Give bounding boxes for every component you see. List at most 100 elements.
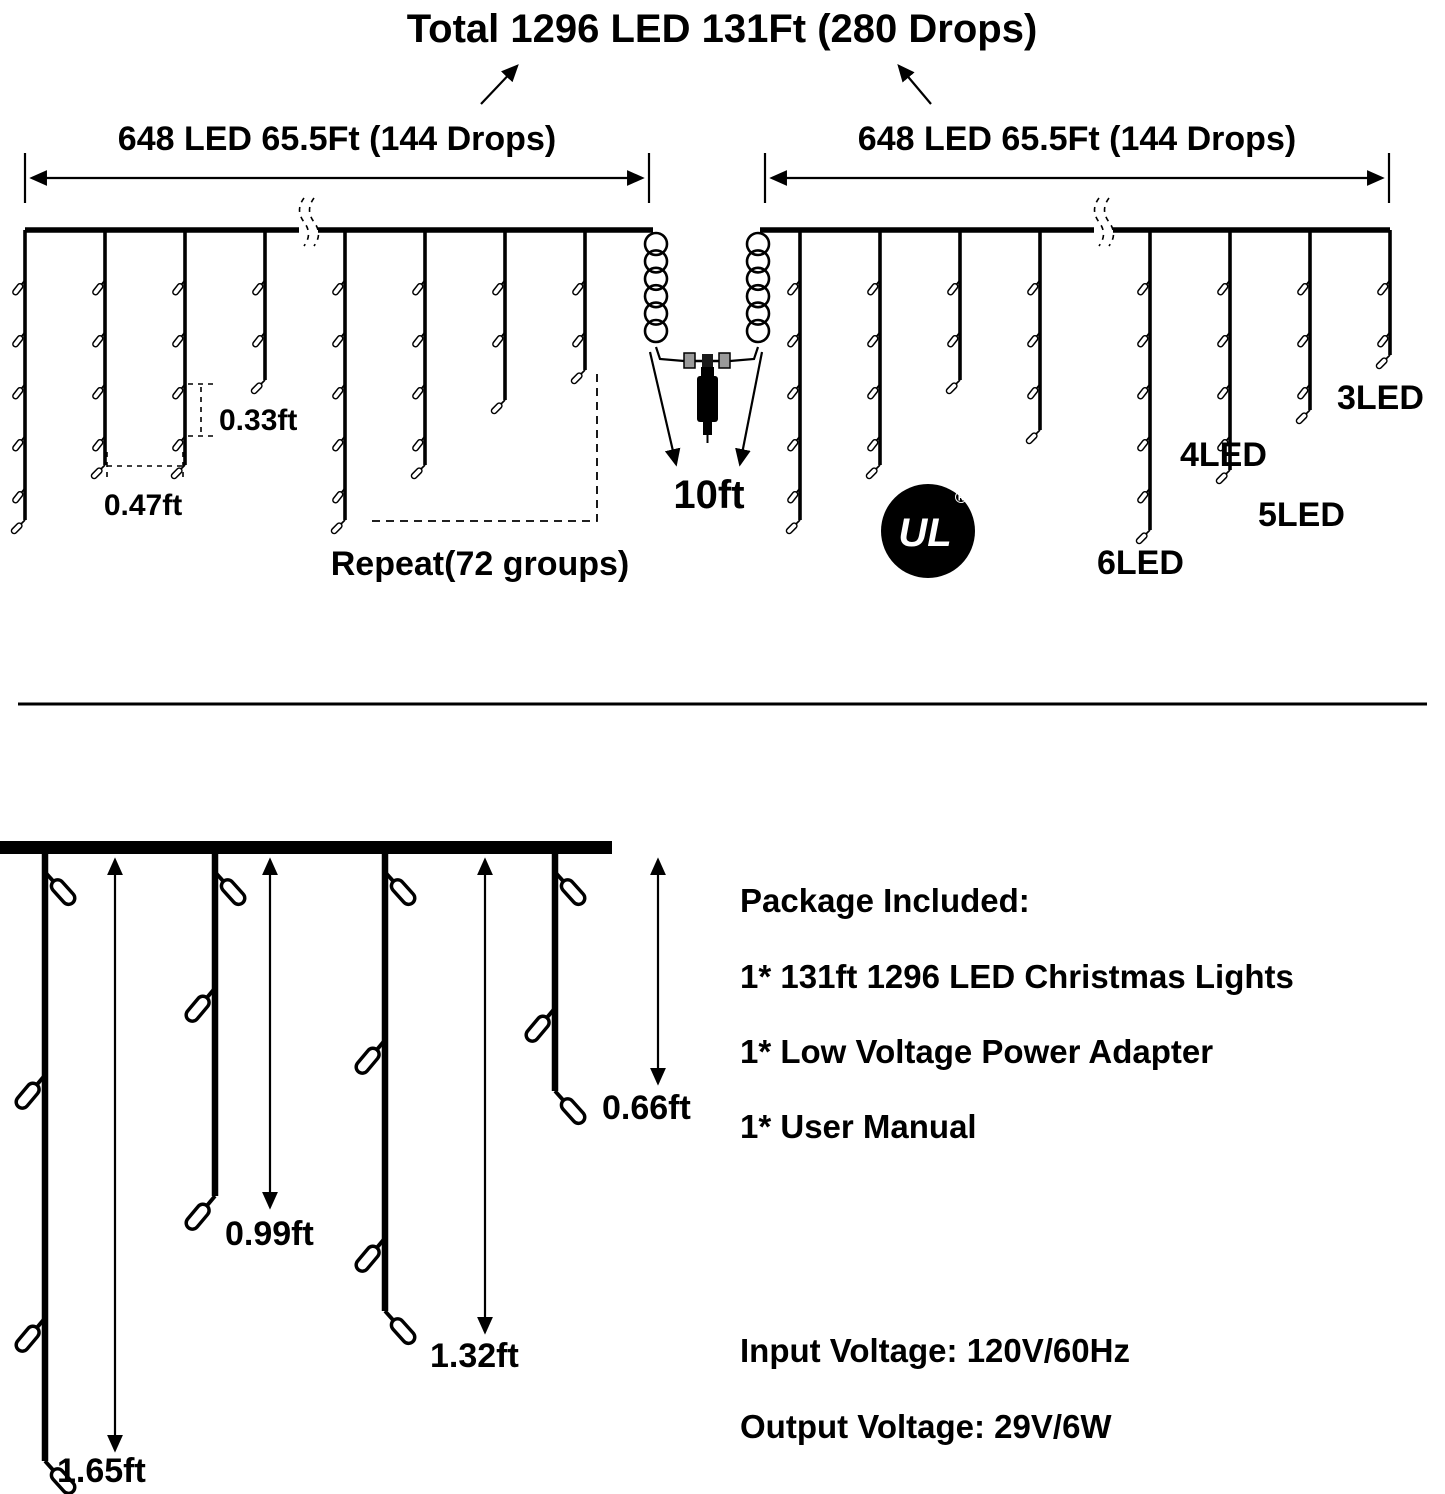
led-count-label-4: 4LED	[1180, 436, 1267, 474]
drop-gap-measurement: 0.47ft	[104, 452, 184, 522]
led-bulb-icon	[92, 435, 106, 452]
led-bulb-icon	[572, 279, 586, 296]
connector-block	[718, 352, 731, 369]
led-bulb-icon	[1027, 279, 1041, 296]
adapter-leads	[654, 346, 760, 363]
led-bulb-icon	[1137, 435, 1151, 452]
led-bulb-icon	[787, 383, 801, 400]
led-bulb-icon	[1217, 435, 1231, 452]
coil-loop	[643, 301, 669, 326]
led-bulb-icon	[1217, 279, 1231, 296]
led-bulb-icon	[787, 331, 801, 348]
led-bulb-icon	[867, 331, 881, 348]
led-bulb-icon	[12, 331, 26, 348]
led-bulb-icon	[172, 279, 186, 296]
led-bulb-icon	[572, 331, 586, 348]
coil-loop	[745, 266, 771, 292]
led-bulb-icon	[90, 464, 106, 480]
led-bulb-icon	[553, 1089, 587, 1126]
led-bulb-icon	[1215, 469, 1231, 485]
led-bulb-icon	[354, 1038, 387, 1075]
detail-drops-group	[14, 854, 587, 1494]
led-bulb-icon	[553, 870, 587, 907]
coil-loop	[745, 283, 771, 309]
ul-badge-text: UL	[898, 511, 951, 555]
led-bulb-icon	[43, 1459, 77, 1494]
squiggle-icon	[1093, 197, 1105, 247]
diagram-title: Total 1296 LED 131Ft (280 Drops)	[407, 7, 1038, 51]
led-bulb-icon	[332, 383, 346, 400]
icicle-drops-group	[10, 230, 1392, 545]
wire-break-mark-left	[298, 197, 320, 247]
led-bulb-icon	[1295, 409, 1311, 425]
led-bulb-icon	[787, 487, 801, 504]
adapter-body	[697, 376, 718, 422]
led-bulb-icon	[412, 435, 426, 452]
led-bulb-icon	[945, 379, 961, 395]
drop-length-label-132: 1.32ft	[430, 1337, 519, 1375]
drop-gap-label: 0.47ft	[104, 489, 182, 522]
led-bulb-icon	[14, 1316, 47, 1353]
led-bulb-icon	[170, 464, 186, 480]
led-bulb-icon	[332, 279, 346, 296]
led-bulb-icon	[570, 369, 586, 385]
wire-break-mark-right	[1093, 197, 1115, 247]
led-bulb-icon	[947, 331, 961, 348]
led-bulb-icon	[412, 279, 426, 296]
led-bulb-icon	[412, 331, 426, 348]
led-bulb-icon	[332, 435, 346, 452]
center-gap-callout: 10ft	[648, 351, 764, 517]
led-bulb-icon	[492, 331, 506, 348]
led-bulb-icon	[867, 435, 881, 452]
repeat-label: Repeat(72 groups)	[331, 545, 630, 583]
led-bulb-icon	[1377, 331, 1391, 348]
led-bulb-icon	[524, 1006, 557, 1043]
coil-loop	[643, 231, 669, 257]
led-bulb-icon	[1137, 383, 1151, 400]
led-bulb-icon	[12, 383, 26, 400]
led-bulb-icon	[785, 519, 801, 535]
led-bulb-icon	[1297, 279, 1311, 296]
led-bulb-icon	[213, 870, 247, 907]
led-bulb-icon	[332, 331, 346, 348]
led-bulb-icon	[1027, 383, 1041, 400]
left-span-label: 648 LED 65.5Ft (144 Drops)	[118, 120, 556, 158]
led-bulb-icon	[172, 383, 186, 400]
center-gap-label: 10ft	[673, 473, 744, 517]
squiggle-icon	[308, 197, 320, 247]
led-bulb-icon	[865, 464, 881, 480]
main-wire-bar	[0, 841, 612, 854]
package-item-adapter: 1* Low Voltage Power Adapter	[740, 1033, 1214, 1070]
led-gap-label: 0.33ft	[219, 404, 297, 437]
led-bulb-icon	[1137, 331, 1151, 348]
ul-certification-badge-icon: UL ®	[881, 484, 975, 578]
led-bulb-icon	[1375, 354, 1391, 370]
led-bulb-icon	[787, 279, 801, 296]
squiggle-icon	[1103, 197, 1115, 247]
led-bulb-icon	[1027, 331, 1041, 348]
led-bulb-icon	[184, 986, 217, 1023]
coil-loop	[643, 266, 669, 292]
drop-detail-diagram: 0.66ft 0.99ft 1.32ft 1.65ft	[0, 841, 691, 1494]
led-bulb-icon	[947, 279, 961, 296]
title-arrow-right-icon	[897, 63, 932, 105]
led-bulb-icon	[92, 331, 106, 348]
led-gap-measurement: 0.33ft	[188, 383, 297, 437]
title-pointer-arrows	[480, 63, 932, 105]
led-bulb-icon	[354, 1236, 387, 1273]
led-bulb-icon	[383, 1309, 417, 1346]
right-span-label: 648 LED 65.5Ft (144 Drops)	[858, 120, 1296, 158]
led-bulb-icon	[1377, 279, 1391, 296]
measure-ticks	[188, 383, 214, 437]
led-bulb-icon	[14, 1073, 47, 1110]
drop-length-label-165: 1.65ft	[57, 1452, 146, 1490]
input-voltage-spec: Input Voltage: 120V/60Hz	[740, 1332, 1130, 1369]
led-bulb-icon	[250, 379, 266, 395]
led-bulb-icon	[1217, 331, 1231, 348]
package-item-lights: 1* 131ft 1296 LED Christmas Lights	[740, 958, 1294, 995]
squiggle-icon	[298, 197, 310, 247]
coil-loop	[643, 249, 669, 274]
led-bulb-icon	[252, 331, 266, 348]
drop-length-label-066: 0.66ft	[602, 1089, 691, 1127]
